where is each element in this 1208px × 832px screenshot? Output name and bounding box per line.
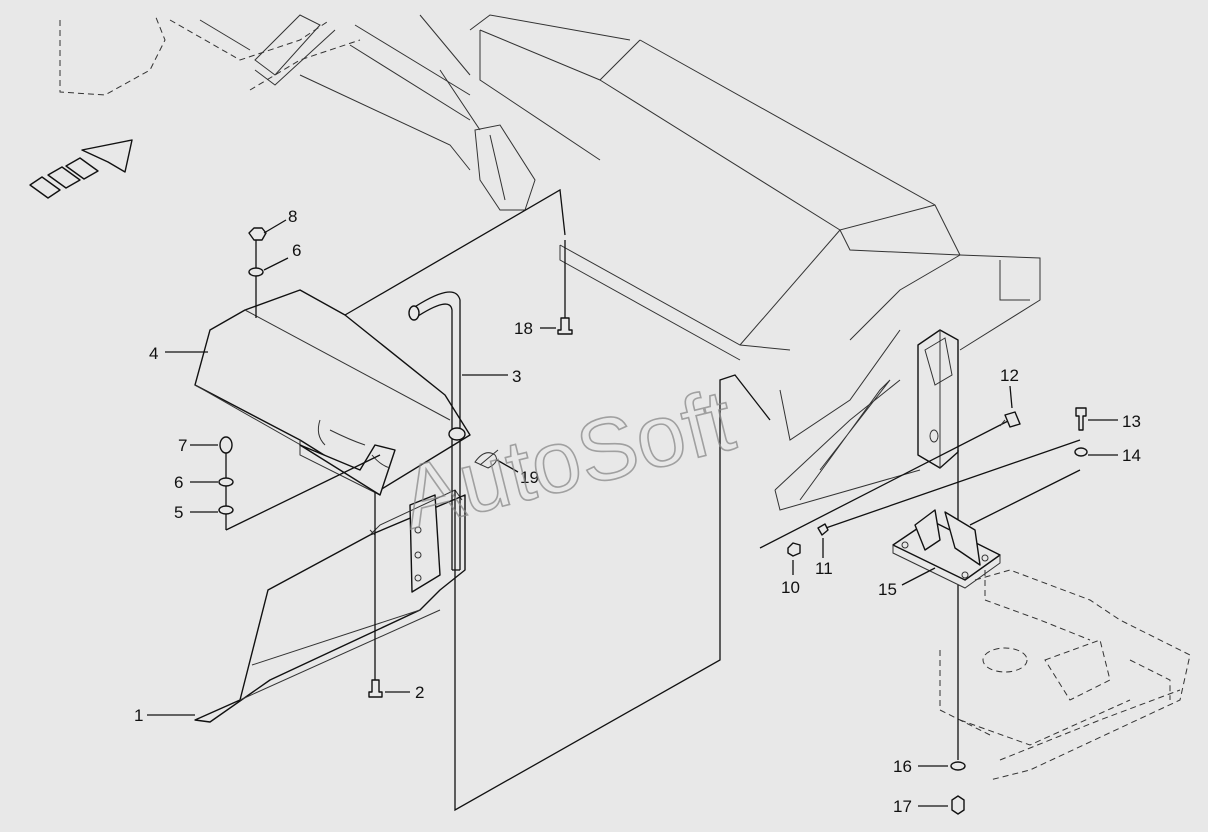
callout-12: 12 xyxy=(1000,366,1019,385)
washer-6-top xyxy=(248,267,264,277)
callout-10: 10 xyxy=(781,578,800,597)
callout-14: 14 xyxy=(1122,446,1141,465)
direction-arrow-icon xyxy=(29,139,133,199)
washer-14 xyxy=(1074,447,1088,457)
nut-10 xyxy=(787,542,801,557)
callout-7: 7 xyxy=(178,436,187,455)
clip-19 xyxy=(474,452,497,469)
callout-labels: 1 2 3 4 5 6 6 7 8 10 11 12 13 14 15 16 1… xyxy=(134,207,1141,816)
callout-1: 1 xyxy=(134,706,143,725)
bolt-13 xyxy=(1075,407,1087,431)
callout-5: 5 xyxy=(174,503,183,522)
assembly-lines xyxy=(225,188,1081,812)
washer-6-left xyxy=(218,477,234,487)
washer-5 xyxy=(218,505,234,515)
callout-11: 11 xyxy=(815,559,833,578)
callout-17: 17 xyxy=(893,797,912,816)
base-plate-bracket xyxy=(892,509,1001,589)
callout-6-top: 6 xyxy=(292,241,301,260)
callout-8: 8 xyxy=(288,207,297,226)
callout-13: 13 xyxy=(1122,412,1141,431)
washer-16 xyxy=(950,761,966,771)
callout-19: 19 xyxy=(520,468,539,487)
nut-8 xyxy=(248,227,267,241)
eye-bolt-7 xyxy=(219,436,233,454)
callout-15: 15 xyxy=(878,580,897,599)
callout-4: 4 xyxy=(149,344,158,363)
vertical-post xyxy=(917,329,959,469)
bolt-18 xyxy=(557,317,573,335)
chassis-background xyxy=(939,569,1191,781)
shield-assembly xyxy=(194,289,471,723)
callout-16: 16 xyxy=(893,757,912,776)
washer-11 xyxy=(817,523,829,536)
callout-18: 18 xyxy=(514,319,533,338)
callout-leaders xyxy=(147,219,1118,807)
bolt-12 xyxy=(1004,411,1021,428)
callout-2: 2 xyxy=(415,683,424,702)
rod-part xyxy=(408,291,466,571)
nut-17 xyxy=(951,795,965,815)
callout-6-left: 6 xyxy=(174,473,183,492)
fasteners xyxy=(218,227,1088,815)
callout-3: 3 xyxy=(512,367,521,386)
bolt-2 xyxy=(368,679,383,698)
